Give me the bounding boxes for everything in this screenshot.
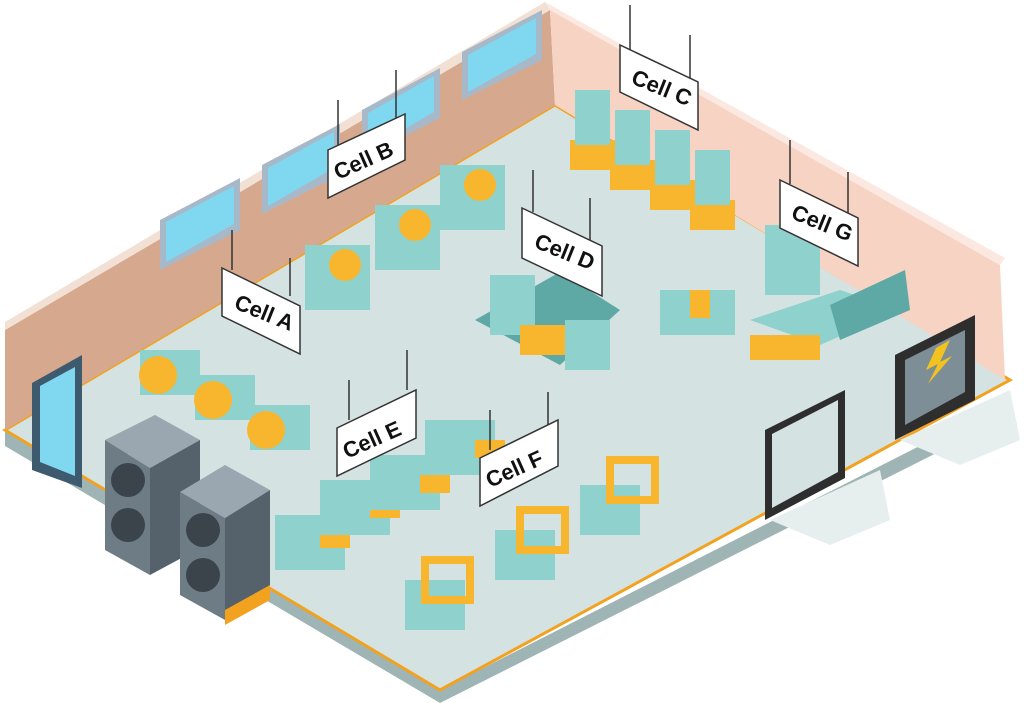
press-icon [570,90,735,230]
machine-icon [275,420,505,570]
machine-icon [305,165,505,310]
loading-dock-icon[interactable] [765,315,1020,545]
door-icon[interactable] [32,355,82,488]
sign-wires [231,5,849,450]
cell-sign-f: Cell F [479,418,559,508]
machine-icon [139,350,310,450]
machine-icon [475,272,620,370]
lightning-bolt-icon [926,340,952,384]
conveyor-icon [750,270,910,360]
machine-icon [405,456,659,630]
hvac-unit-icon [105,415,270,625]
cell-sign-e: Cell E [336,388,417,478]
